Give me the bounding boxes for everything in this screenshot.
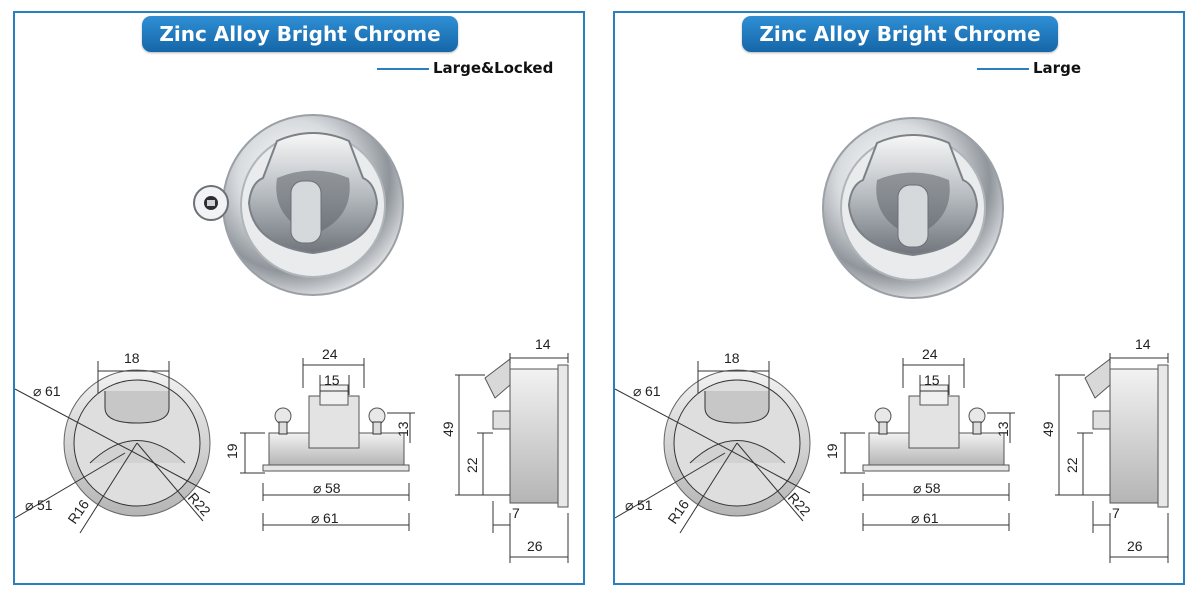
side-dim-bottom-label: ⌀ [311,510,319,526]
side-dim-top-outer: 24 [922,346,938,362]
profile-dim-bottom: 26 [1127,538,1143,554]
front-radius-small: R16 [64,496,92,526]
variant-label: Large [1033,59,1081,77]
product-panel-large-locked: Zinc Alloy Bright Chrome Plating Large&L… [13,11,585,585]
variant-line [377,68,429,70]
profile-dim-top: 14 [1135,336,1151,352]
front-dim-inner: 51 [37,497,53,513]
profile-dim-small: 7 [512,505,520,521]
side-view-drawing [240,358,415,531]
profile-dim-mid: 22 [464,457,480,473]
side-dim-height: 19 [224,443,240,459]
profile-dim-bottom: 26 [527,538,543,554]
front-dim-outer-label: ⌀ [633,383,641,399]
side-dim-bottom: 61 [923,510,939,526]
product-photo [822,117,1004,299]
front-radius-small: R16 [664,496,692,526]
technical-drawing: 18 ⌀ 61 ⌀ 51 R16 R22 [615,117,1169,563]
front-dim-top: 18 [124,350,140,366]
side-dim-mid: 58 [925,480,941,496]
front-dim-inner: 51 [637,497,653,513]
side-dim-top-inner: 15 [924,372,940,388]
side-dim-top-inner: 15 [324,372,340,388]
side-view-drawing [840,358,1015,531]
front-dim-top: 18 [724,350,740,366]
profile-dim-height: 49 [440,421,456,437]
front-dim-outer: 61 [645,383,661,399]
profile-dim-height: 49 [1040,421,1056,437]
technical-drawing: 18 ⌀ 61 ⌀ 51 R16 R22 [15,114,569,563]
front-view-drawing [615,361,811,534]
profile-view-drawing [455,353,569,563]
variant-line [977,68,1029,70]
side-dim-mid-label: ⌀ [913,480,921,496]
front-dim-inner-label: ⌀ [625,497,633,513]
side-dim-right: 13 [995,421,1011,437]
front-dim-outer-label: ⌀ [33,383,41,399]
panel-title: Zinc Alloy Bright Chrome Plating [742,16,1058,82]
product-panel-large: Zinc Alloy Bright Chrome Plating Large [613,11,1185,585]
panel-title: Zinc Alloy Bright Chrome Plating [142,16,458,82]
profile-view-drawing [1055,353,1169,563]
profile-dim-top: 14 [535,336,551,352]
side-dim-right: 13 [395,421,411,437]
side-dim-bottom: 61 [323,510,339,526]
side-dim-top-outer: 24 [322,346,338,362]
front-dim-outer: 61 [45,383,61,399]
variant-label: Large&Locked [433,59,554,77]
side-dim-bottom-label: ⌀ [911,510,919,526]
profile-dim-mid: 22 [1064,457,1080,473]
profile-dim-small: 7 [1112,505,1120,521]
side-dim-mid-label: ⌀ [313,480,321,496]
lock-icon [193,185,229,221]
side-dim-mid: 58 [325,480,341,496]
front-view-drawing [15,361,211,534]
side-dim-height: 19 [824,443,840,459]
front-dim-inner-label: ⌀ [25,497,33,513]
product-photo [222,114,404,296]
